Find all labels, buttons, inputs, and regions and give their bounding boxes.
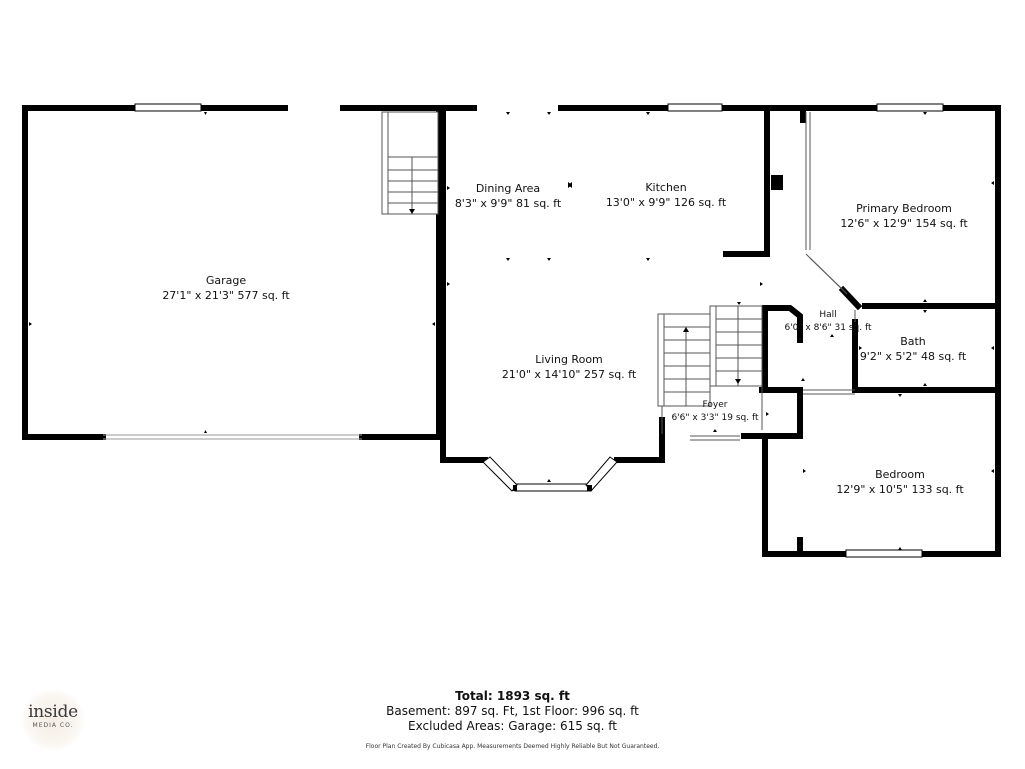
room-dims: 13'0" x 9'9" 126 sq. ft [605,196,727,209]
disclaimer-text: Floor Plan Created By Cubicasa App. Meas… [365,743,660,750]
logo-subtext: MEDIA CO. [32,722,74,729]
garage-wall-east [340,105,442,440]
room-kitchen: Kitchen 13'0" x 9'9" 126 sq. ft [596,180,736,210]
room-name: Bath [900,335,926,348]
room-name: Kitchen [645,181,687,194]
stairs [381,111,763,407]
total-area: Total: 1893 sq. ft [455,689,570,703]
logo-halo [20,690,86,750]
walls [22,105,1001,557]
room-dims: 6'6" x 3'3" 19 sq. ft [671,413,759,423]
hall-wall [762,305,803,343]
bay-window-angles [482,456,618,492]
foyer-wall [741,387,803,439]
room-dims: 9'2" x 5'2" 48 sq. ft [859,350,967,363]
room-dims: 27'1" x 21'3" 577 sq. ft [162,289,290,302]
garage-window [134,103,202,112]
bedroom-wall [762,433,848,557]
room-foyer: Foyer 6'6" x 3'3" 19 sq. ft [658,399,772,425]
room-dining-area: Dining Area 8'3" x 9'9" 81 sq. ft [438,181,578,211]
bay-window [514,483,592,492]
room-dims: 8'3" x 9'9" 81 sq. ft [454,197,562,210]
room-bath: Bath 9'2" x 5'2" 48 sq. ft [858,334,968,364]
brand-logo: inside MEDIA CO. [20,690,86,750]
markers [29,112,994,550]
room-living-room: Living Room 21'0" x 14'10" 257 sq. ft [494,352,644,382]
kitchen-window [667,103,723,112]
room-name: Garage [205,274,247,287]
primary-window [876,103,944,112]
room-garage: Garage 27'1" x 21'3" 577 sq. ft [146,273,306,303]
room-name: Primary Bedroom [856,202,952,215]
room-name: Dining Area [475,182,541,195]
room-name: Living Room [535,353,603,366]
room-dims: 6'0" x 8'6" 31 sq. ft [784,323,872,333]
excluded-areas: Excluded Areas: Garage: 615 sq. ft [408,719,617,733]
room-dims: 12'6" x 12'9" 154 sq. ft [840,217,968,230]
room-name: Hall [819,310,837,320]
room-name: Foyer [702,400,728,410]
room-hall: Hall 6'0" x 8'6" 31 sq. ft [778,309,878,335]
bay-wall [614,431,665,463]
living-west-wall [440,105,488,463]
primary-west-wall [723,105,770,257]
area-summary: Total: 1893 sq. ft Basement: 897 sq. Ft,… [0,689,1025,734]
logo-brand-text: inside [28,702,78,722]
room-primary-bedroom: Primary Bedroom 12'6" x 12'9" 154 sq. ft [824,201,984,231]
windows [103,103,944,558]
room-name: Bedroom [875,468,925,481]
room-dims: 21'0" x 14'10" 257 sq. ft [501,368,637,381]
area-breakdown: Basement: 897 sq. Ft, 1st Floor: 996 sq.… [386,704,639,718]
room-dims: 12'9" x 10'5" 133 sq. ft [836,483,964,496]
bedroom-window [845,549,923,558]
room-bedroom: Bedroom 12'9" x 10'5" 133 sq. ft [820,467,980,497]
